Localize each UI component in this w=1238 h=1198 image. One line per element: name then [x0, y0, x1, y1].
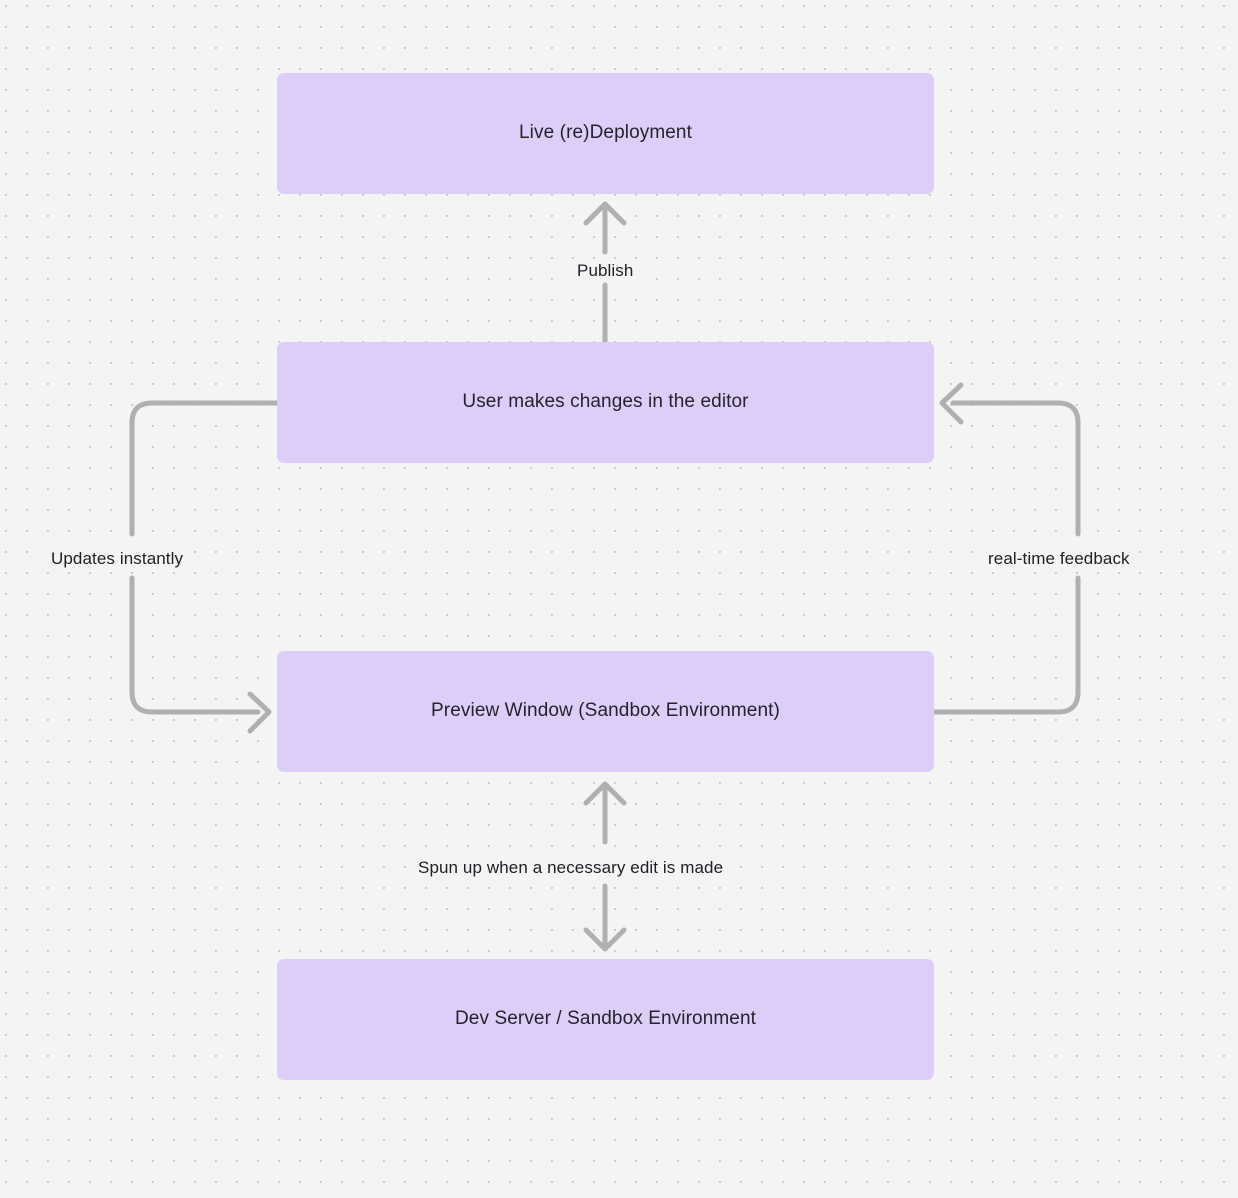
edge-label-publish: Publish: [571, 259, 640, 283]
edge-realtime-arrowhead-icon: [939, 382, 964, 425]
node-user-makes-changes-label: User makes changes in the editor: [462, 391, 749, 413]
edge-spun-down-arrowhead-icon: [583, 927, 627, 952]
node-dev-server-label: Dev Server / Sandbox Environment: [454, 1008, 756, 1030]
node-dev-server[interactable]: Dev Server / Sandbox Environment: [277, 959, 934, 1080]
edge-realtime-lower-segment: [931, 575, 1081, 715]
edge-label-spun-up: Spun up when a necessary edit is made: [412, 856, 730, 880]
edge-updates-upper-segment: [129, 400, 280, 537]
node-live-redeployment[interactable]: Live (re)Deployment: [277, 73, 934, 194]
node-preview-window[interactable]: Preview Window (Sandbox Environment): [277, 651, 934, 772]
node-preview-window-label: Preview Window (Sandbox Environment): [431, 700, 780, 722]
node-user-makes-changes[interactable]: User makes changes in the editor: [277, 342, 934, 463]
edge-label-real-time-feedback: real-time feedback: [982, 547, 1136, 571]
node-live-redeployment-label: Live (re)Deployment: [519, 122, 692, 144]
edge-realtime-upper-segment: [950, 400, 1081, 537]
edge-label-updates-instantly: Updates instantly: [45, 547, 190, 571]
edge-updates-lower-segment: [129, 575, 261, 715]
edge-updates-arrowhead-icon: [247, 691, 272, 734]
edge-spun-up-arrowhead-icon: [583, 781, 627, 806]
edge-publish-arrowhead-icon: [583, 201, 627, 226]
